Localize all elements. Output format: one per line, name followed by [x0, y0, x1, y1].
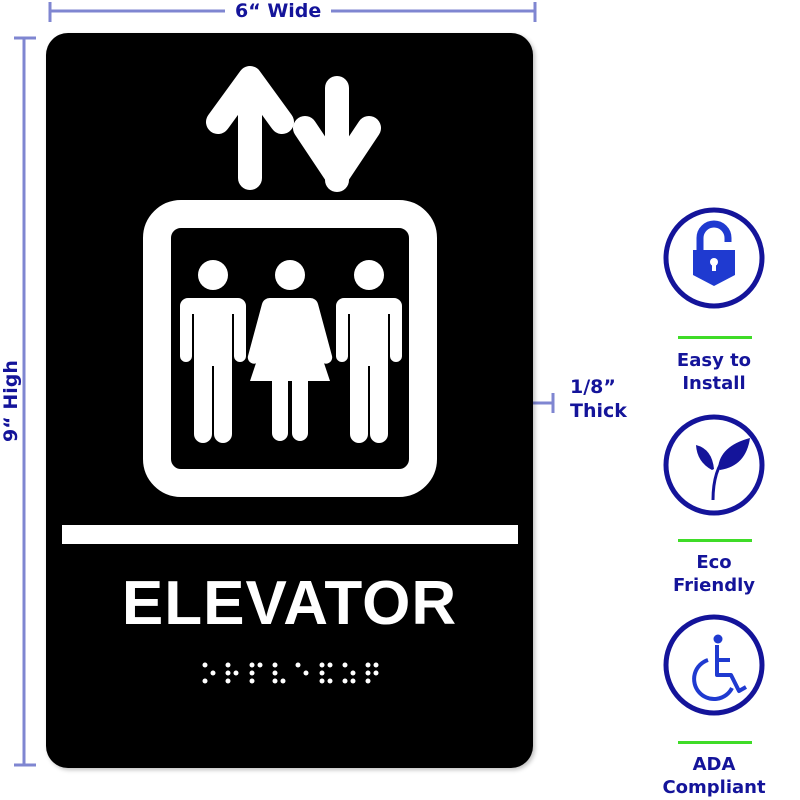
braille-dots	[202, 662, 379, 684]
feature-line: Eco	[696, 552, 732, 573]
feature-label-ada-compliant: ADA Compliant	[639, 753, 789, 799]
feature-line: Easy to	[676, 350, 752, 371]
wheelchair-icon	[663, 614, 765, 716]
thickness-label: 1/8” Thick	[570, 375, 627, 423]
thickness-word: Thick	[570, 400, 627, 422]
leaf-icon	[663, 414, 765, 516]
feature-divider	[678, 741, 752, 744]
feature-line: Install	[682, 373, 746, 394]
feature-divider	[678, 336, 752, 339]
padlock-icon	[663, 207, 765, 309]
width-label: 6“ Wide	[225, 0, 332, 22]
down-arrow-icon	[293, 76, 381, 192]
feature-line: ADA	[692, 754, 736, 775]
feature-line: Friendly	[672, 575, 755, 596]
feature-label-easy-install: Easy to Install	[639, 349, 789, 395]
sign-title: ELEVATOR	[121, 569, 458, 638]
elevator-car-frame	[143, 200, 437, 497]
people-icon	[180, 260, 402, 443]
feature-divider	[678, 539, 752, 542]
divider-bar	[62, 525, 518, 544]
thickness-value: 1/8”	[570, 376, 616, 398]
up-arrow-icon	[206, 66, 294, 190]
feature-label-eco-friendly: Eco Friendly	[639, 551, 789, 597]
feature-line: Compliant	[662, 777, 766, 798]
elevator-sign	[46, 33, 533, 768]
